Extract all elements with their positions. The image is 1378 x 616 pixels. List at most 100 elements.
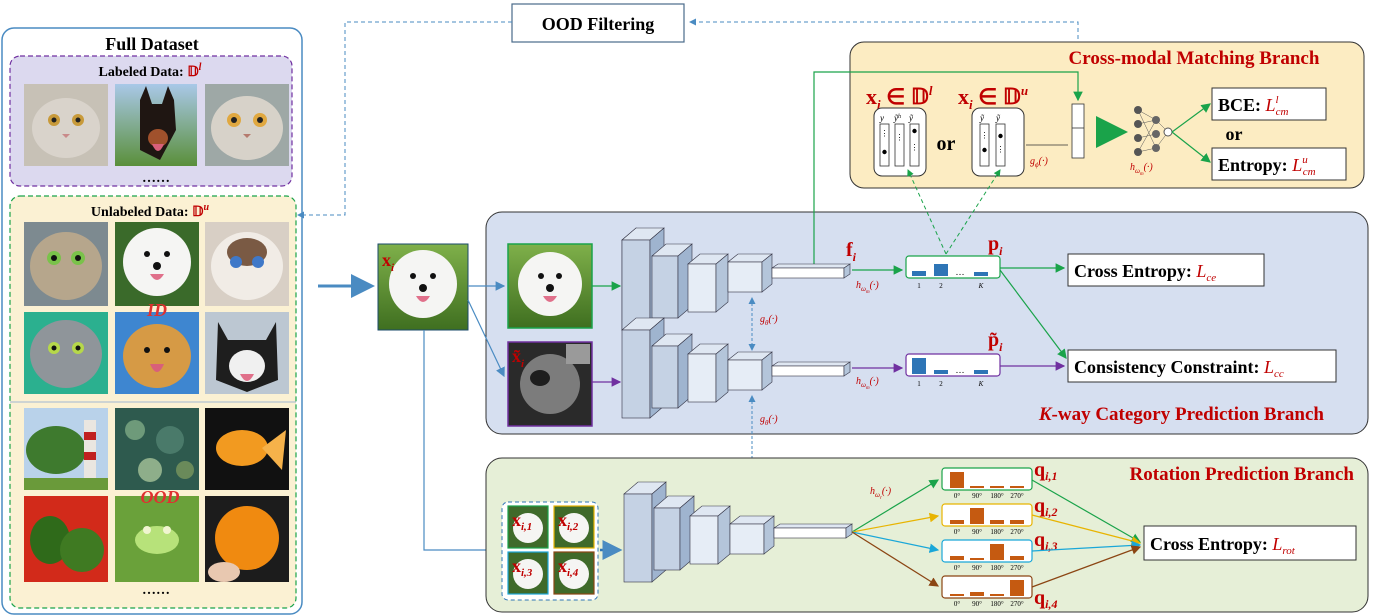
rot-loss-arrow-2 — [1031, 514, 1142, 546]
augmented-view-image — [507, 341, 593, 427]
unlabeled-image-grey-cat — [24, 312, 108, 394]
svg-text:270°: 270° — [1010, 492, 1024, 500]
labeled-image-dog — [115, 84, 197, 166]
unlabeled-image-golden — [115, 312, 199, 394]
cc-loss-box — [1067, 349, 1337, 383]
aug-pred-tick-k: K — [978, 380, 984, 388]
svg-text:0°: 0° — [954, 528, 961, 536]
svg-text:180°: 180° — [990, 564, 1004, 572]
rot-image-label-1: xi,1 — [512, 510, 532, 533]
unlabeled-image-cat-3 — [24, 222, 108, 306]
svg-text:0°: 0° — [954, 492, 961, 500]
q-label-4: qi,4 — [1034, 587, 1057, 611]
rotation-title: Rotation Prediction Branch — [1130, 464, 1355, 485]
mlp-network-icon — [1134, 106, 1173, 156]
rot-arrow-2 — [851, 512, 940, 533]
ce-loss-label: Cross Entropy: Lce — [1074, 261, 1216, 284]
svg-text:90°: 90° — [972, 600, 982, 608]
rot-ticks-3: 0° 90° 180° 270° — [954, 564, 1024, 572]
pred-label: pi — [988, 233, 1003, 258]
svg-text:⋮: ⋮ — [997, 145, 1005, 154]
input-to-rotation-arrow — [423, 330, 502, 555]
feature-to-crossmodal-arrow — [813, 71, 1083, 266]
cm-col-yi-u: ỹ — [995, 113, 1001, 123]
rot-loss-box — [1143, 525, 1357, 561]
rotated-image-3 — [507, 551, 549, 595]
aug-pred-dist-dots: … — [956, 365, 965, 375]
encoder-bottom — [621, 317, 851, 419]
feature-label: fi — [846, 239, 857, 264]
rot-dist-2 — [941, 503, 1033, 527]
rot-loss-label: Cross Entropy: Lrot — [1150, 534, 1296, 557]
rot-arrow-4 — [851, 531, 940, 587]
labeled-ellipsis: …… — [142, 171, 170, 186]
input-to-augmented-arrow — [467, 299, 505, 378]
q-label-2: qi,2 — [1034, 495, 1057, 519]
svg-text:⋮: ⋮ — [981, 131, 989, 140]
cm-labeled-columns: ⋮ ⋮ ⋮ — [879, 123, 920, 167]
rot-arrow-3 — [851, 531, 940, 553]
svg-text:90°: 90° — [972, 528, 982, 536]
svg-text:0°: 0° — [954, 600, 961, 608]
ood-feedback-arrow — [689, 18, 1079, 102]
rot-dist-1 — [941, 467, 1033, 491]
mlp-to-entropy-arrow — [1171, 131, 1211, 163]
svg-text:90°: 90° — [972, 492, 982, 500]
full-dataset-title: Full Dataset — [105, 34, 199, 54]
cm-col-y: y — [879, 113, 884, 123]
q-label-1: qi,1 — [1034, 459, 1057, 483]
h-omega-m-bottom: hωm(·) — [856, 376, 879, 391]
g-theta-label-1: gθ(·) — [760, 314, 778, 327]
rot-image-label-4: xi,4 — [558, 556, 579, 579]
rot-image-label-2: xi,2 — [558, 510, 579, 533]
rotation-panel — [485, 457, 1369, 613]
rot-dist-4 — [941, 575, 1033, 599]
pred-dist-dots: … — [956, 267, 965, 277]
rotated-image-1 — [507, 505, 549, 549]
rot-loss-arrow-3 — [1031, 540, 1142, 552]
svg-text:270°: 270° — [1010, 528, 1024, 536]
ood-image-frog — [115, 496, 199, 582]
rot-ticks-4: 0° 90° 180° 270° — [954, 600, 1024, 608]
h-omega-m-cm-label: hωm(·) — [1130, 162, 1153, 177]
labeled-image-cat-2 — [205, 84, 289, 166]
h-omega-m-top: hωm(·) — [856, 280, 879, 295]
svg-text:180°: 180° — [990, 492, 1004, 500]
rot-dist-3 — [941, 539, 1033, 563]
id-tag: ID — [146, 300, 167, 320]
cm-col-yi: ỹ — [908, 113, 914, 123]
rot-loss-arrow-1 — [1031, 479, 1142, 543]
svg-text:270°: 270° — [1010, 564, 1024, 572]
ood-image-lighthouse — [24, 408, 108, 490]
unlabeled-image-husky — [205, 312, 289, 394]
entropy-loss-box — [1211, 147, 1347, 181]
cm-unlabeled-columns: ⋮ ⋮ — [979, 123, 1006, 167]
encoder-rotation — [623, 481, 853, 583]
ood-filtering-box — [511, 3, 685, 43]
g-phi-label: gϕ(·) — [1030, 156, 1048, 169]
kway-title: K-way Category Prediction Branch — [1038, 404, 1325, 425]
svg-text:270°: 270° — [1010, 600, 1024, 608]
svg-text:180°: 180° — [990, 528, 1004, 536]
aug-pred-tick-2: 2 — [939, 380, 943, 388]
svg-text:180°: 180° — [990, 600, 1004, 608]
pred-to-cc-arrow — [999, 269, 1067, 359]
rot-arrow-1 — [851, 479, 940, 533]
g-theta-label-2: gθ(·) — [760, 414, 778, 427]
concat-feature — [1071, 103, 1085, 159]
rot-ticks-2: 0° 90° 180° 270° — [954, 528, 1024, 536]
ood-image-coral — [115, 408, 199, 490]
mlp-to-bce-arrow — [1171, 103, 1211, 133]
cm-col-yh-u: ỹ — [979, 113, 985, 123]
cc-loss-label: Consistency Constraint: Lcc — [1074, 357, 1284, 380]
svg-text:⋮: ⋮ — [911, 143, 919, 152]
unlabeled-image-samoyed — [115, 222, 199, 306]
input-image-samoyed — [377, 243, 469, 331]
svg-text:⋮: ⋮ — [881, 129, 889, 138]
kway-panel — [485, 211, 1369, 435]
ce-loss-box — [1067, 253, 1265, 287]
ood-image-orange — [205, 496, 289, 582]
